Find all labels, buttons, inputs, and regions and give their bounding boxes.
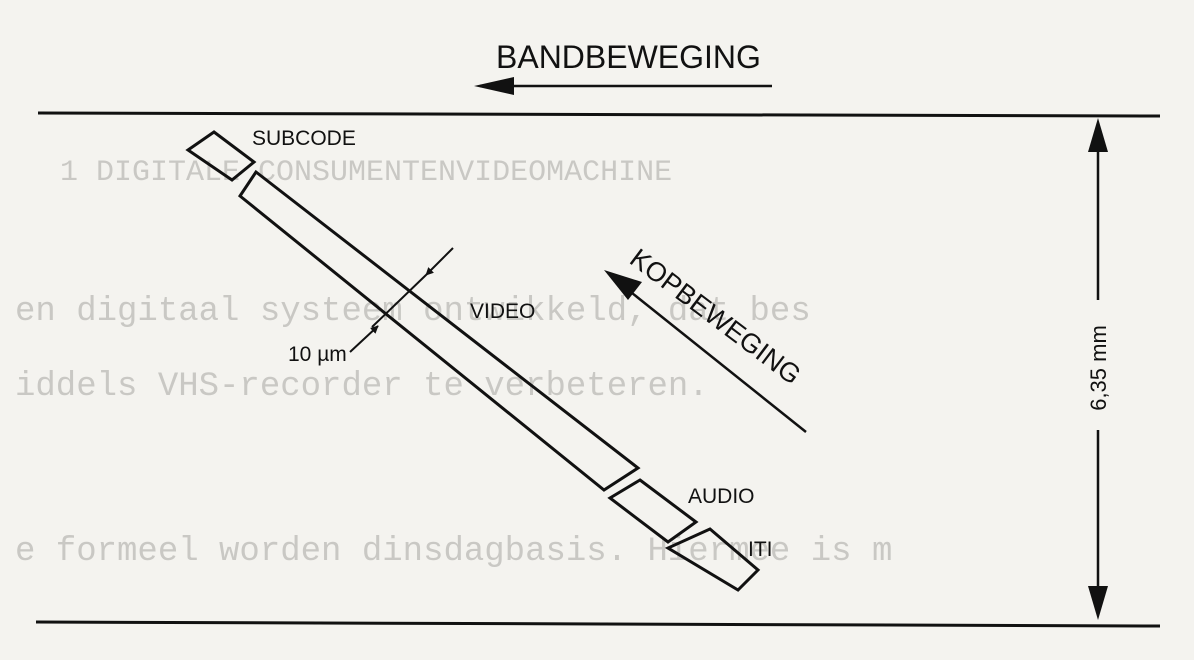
subcode-segment <box>185 130 257 182</box>
tape-width-dimension <box>1088 118 1108 620</box>
tape-width-label: 6,35 mm <box>1086 325 1111 411</box>
width-arrow-bottom <box>349 325 379 353</box>
bleed-line-2: en digitaal systeem ontwikkeld, dat bes <box>15 293 811 331</box>
head-motion-arrowhead <box>604 270 642 300</box>
subcode-label: SUBCODE <box>252 127 356 150</box>
tape-bottom-edge <box>35 620 1161 628</box>
tape-top-edge <box>37 111 1161 118</box>
iti-label: ITI <box>748 538 773 561</box>
iti-segment <box>664 527 761 592</box>
tape-width-arrowhead-bottom <box>1088 586 1108 620</box>
tape-motion-label: BANDBEWEGING <box>496 39 761 75</box>
bleed-through-text: 1 DIGITALE CONSUMENTENVIDEOMACHINE en di… <box>15 156 892 571</box>
bleed-line-3: iddels VHS-recorder te verbeteren. <box>15 368 709 406</box>
bleed-line-1: 1 DIGITALE CONSUMENTENVIDEOMACHINE <box>60 156 672 190</box>
audio-label: AUDIO <box>688 485 755 508</box>
bleed-line-4: e formeel worden dinsdagbasis. Hiermee i… <box>15 533 892 571</box>
width-extension-line <box>371 274 427 328</box>
width-arrow-top <box>425 247 454 276</box>
track-width-label: 10 µm <box>288 343 347 366</box>
video-segment <box>237 169 641 492</box>
tape-width-arrowhead-top <box>1088 118 1108 152</box>
tape-motion-arrowhead <box>474 77 514 95</box>
video-label: VIDEO <box>470 300 535 323</box>
audio-segment <box>607 478 699 544</box>
track-width-dimension <box>349 247 454 353</box>
head-motion-arrow <box>611 276 807 433</box>
